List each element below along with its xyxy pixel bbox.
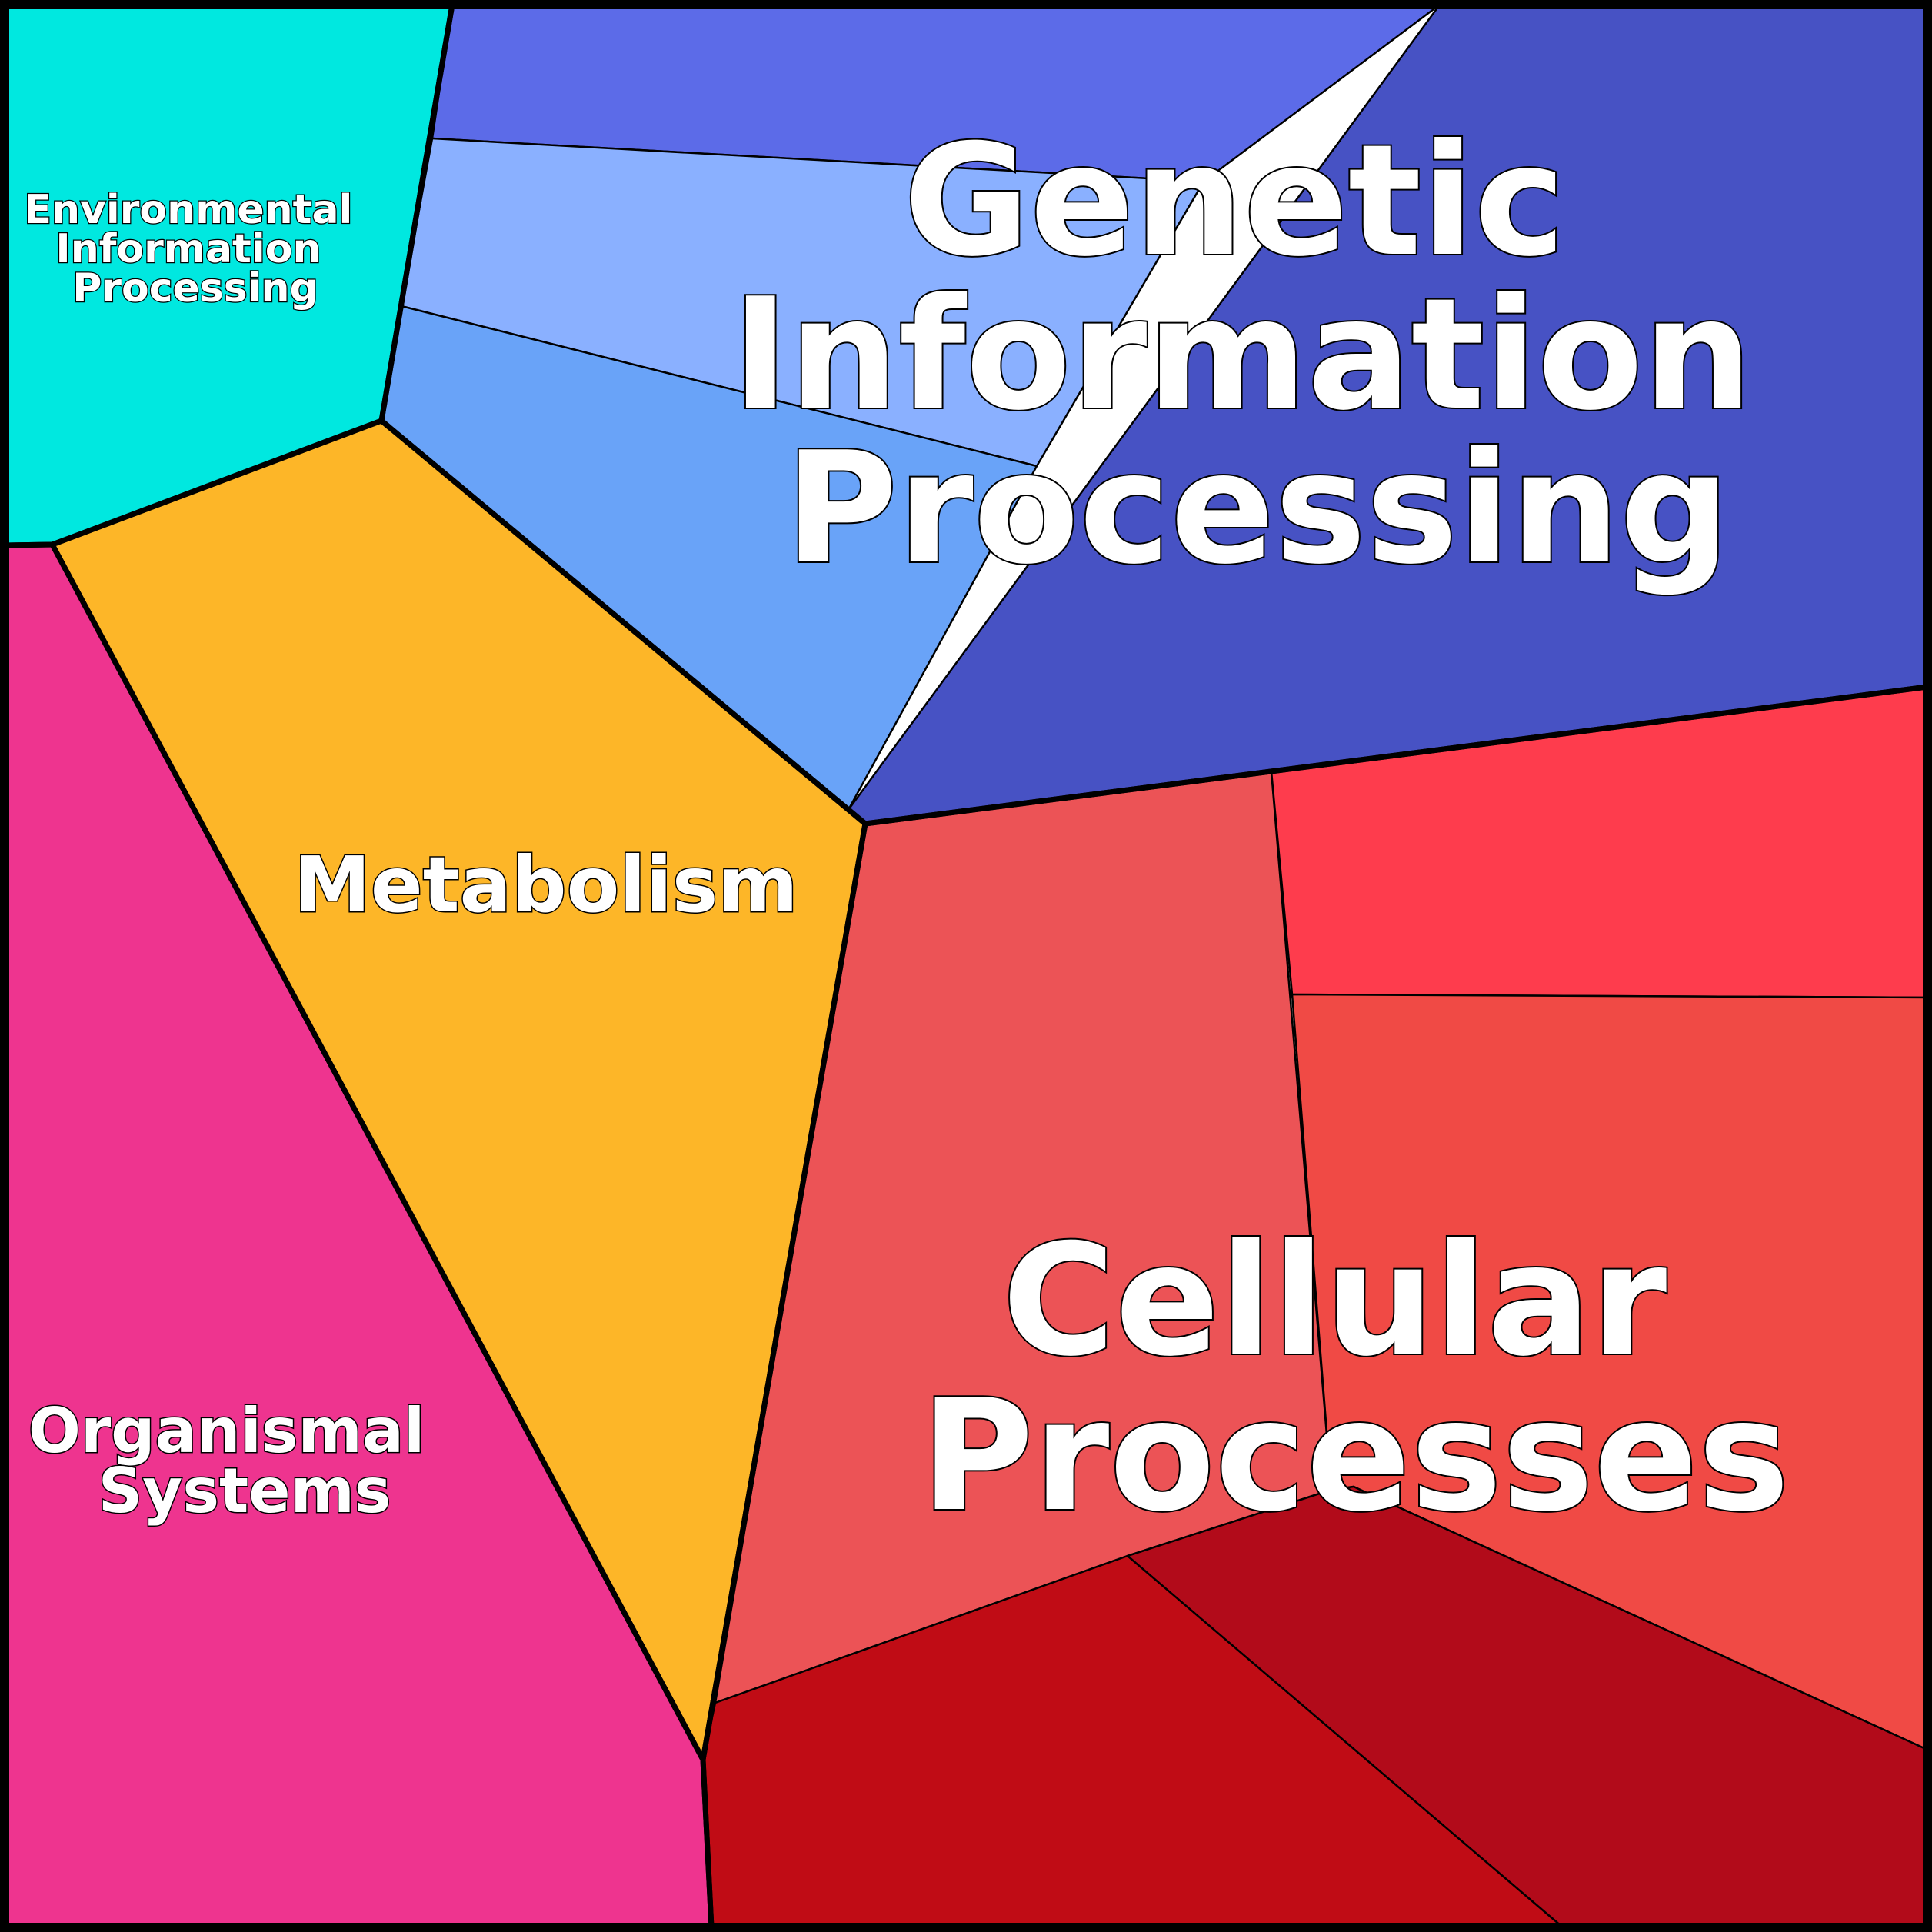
label-organismal-systems: Organismal Systems	[28, 1381, 451, 1527]
label-metabolism: Metabolism	[294, 840, 798, 930]
label-metabolism-line-1: Metabolism	[294, 840, 798, 930]
label-genetic-line-2: Information	[732, 265, 1753, 445]
label-genetic-line-1: Genetic	[904, 112, 1566, 291]
cell-genetic-information-processing[interactable]	[380, 3, 1929, 825]
label-organismal-line-2: Systems	[98, 1455, 391, 1527]
label-environmental-line-3: Processing	[72, 265, 318, 311]
label-genetic-information-processing: Genetic Information Processing	[732, 112, 1807, 598]
label-environmental-line-2: Information	[55, 226, 321, 272]
label-cellular-line-2: Processes	[921, 1367, 1790, 1546]
label-cellular-processes: Cellular Processes	[921, 1211, 1790, 1546]
label-organismal-line-1: Organismal	[28, 1395, 425, 1467]
label-cellular-line-1: Cellular	[1002, 1211, 1667, 1391]
label-environmental-information-processing: Environmental Information Processing	[24, 187, 366, 311]
label-genetic-line-3: Processing	[784, 419, 1730, 598]
cell-cellular-processes[interactable]	[701, 685, 1929, 1929]
label-environmental-line-1: Environmental	[24, 187, 352, 233]
